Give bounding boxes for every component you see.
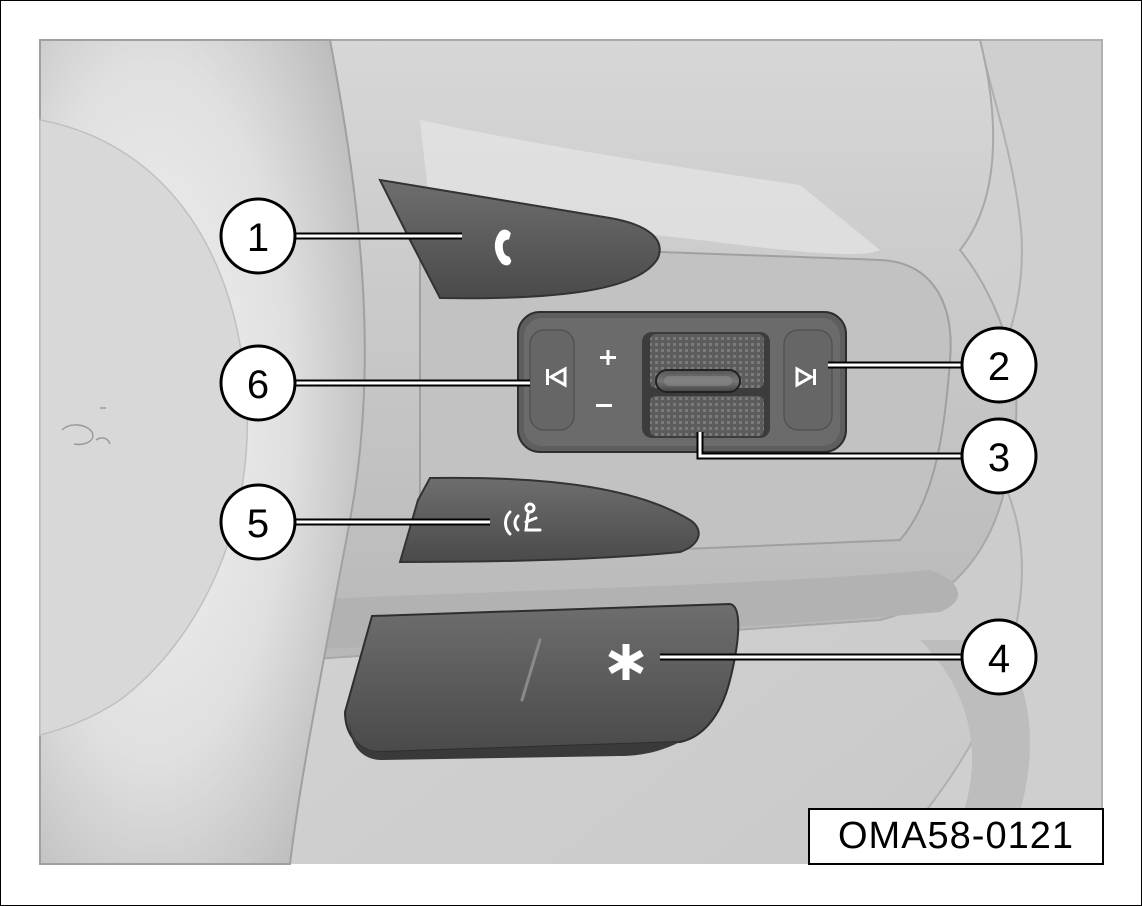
- callout-number: 5: [247, 502, 269, 546]
- next-track-button[interactable]: [783, 329, 833, 431]
- callout-number: 1: [247, 216, 269, 260]
- skip-previous-icon: [546, 366, 567, 388]
- skip-next-icon: [795, 366, 816, 388]
- callout-6: 6: [219, 344, 297, 422]
- callout-3: 3: [960, 417, 1038, 495]
- volume-scroll-wheel[interactable]: [642, 332, 770, 438]
- callout-5: 5: [219, 483, 297, 561]
- volume-down-icon: [596, 404, 612, 407]
- asterisk-icon: [608, 644, 644, 680]
- hub-logo-emboss: [61, 407, 111, 446]
- voice-recognition-icon: [504, 502, 542, 536]
- volume-up-icon: [600, 350, 616, 365]
- callout-1: 1: [219, 197, 297, 275]
- callout-number: 3: [988, 436, 1010, 480]
- leader-lines: [296, 232, 964, 661]
- figure-reference-code: OMA58-0121: [808, 808, 1104, 865]
- previous-track-button[interactable]: [529, 329, 575, 431]
- phone-icon: [494, 229, 512, 266]
- star-paddle-button[interactable]: [343, 602, 740, 760]
- callout-number: 6: [247, 363, 269, 407]
- voice-command-button[interactable]: [398, 476, 700, 564]
- phone-button[interactable]: [378, 178, 661, 300]
- callout-2: 2: [960, 326, 1038, 404]
- callout-4: 4: [960, 618, 1038, 696]
- callout-number: 2: [988, 345, 1010, 389]
- callout-number: 4: [988, 637, 1010, 681]
- leader-line-3: [696, 432, 964, 460]
